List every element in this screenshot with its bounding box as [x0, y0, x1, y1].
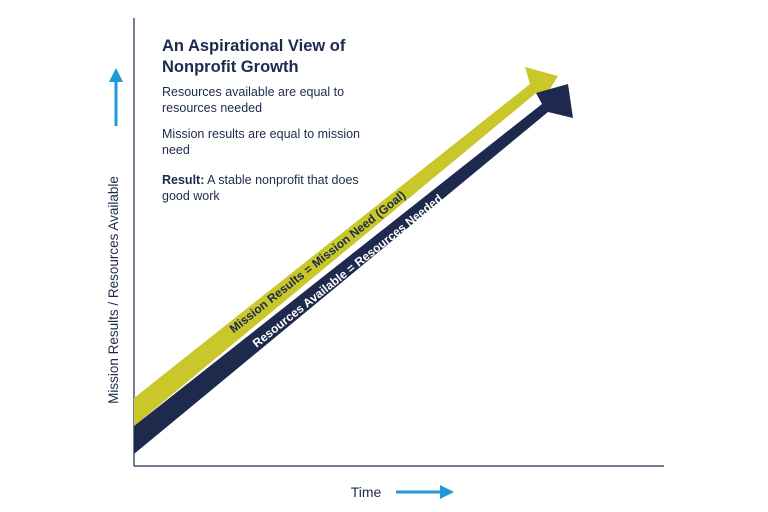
resources-band-navy: [134, 84, 573, 454]
point-mission: Mission results are equal to mission nee…: [162, 126, 412, 158]
result-line-1: A stable nonprofit that does: [204, 173, 359, 187]
title-line-1: An Aspirational View of: [162, 37, 346, 55]
point-mission-line-1: Mission results are equal to mission: [162, 127, 360, 141]
title-line-2: Nonprofit Growth: [162, 58, 299, 76]
right-arrow-icon: [396, 485, 454, 499]
point-mission-line-2: need: [162, 143, 190, 157]
point-resources: Resources available are equal to resourc…: [162, 84, 412, 116]
result-line-2: good work: [162, 189, 220, 203]
diagram-title: An Aspirational View of Nonprofit Growth: [162, 36, 412, 78]
goal-band-yellow: [134, 67, 558, 426]
up-arrow-icon: [109, 68, 123, 126]
x-axis-label: Time: [351, 484, 382, 500]
resources-band-label: Resources Available = Resources Needed: [250, 191, 445, 350]
point-resources-line-2: resources needed: [162, 101, 263, 115]
description-block: An Aspirational View of Nonprofit Growth…: [162, 36, 412, 214]
result-label: Result:: [162, 173, 205, 187]
result-statement: Result: A stable nonprofit that does goo…: [162, 172, 412, 204]
y-axis-label: Mission Results / Resources Available: [106, 176, 121, 404]
point-resources-line-1: Resources available are equal to: [162, 85, 345, 99]
